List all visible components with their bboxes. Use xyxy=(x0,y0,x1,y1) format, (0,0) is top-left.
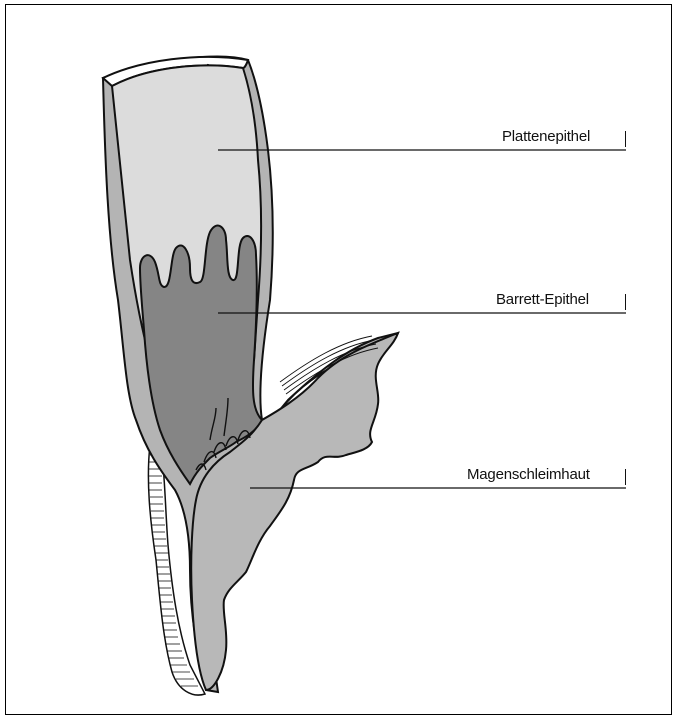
label-barrett: Barrett-Epithel xyxy=(496,291,589,308)
label-squamous: Plattenepithel xyxy=(502,128,590,145)
label-gastric: Magenschleimhaut xyxy=(467,466,590,483)
